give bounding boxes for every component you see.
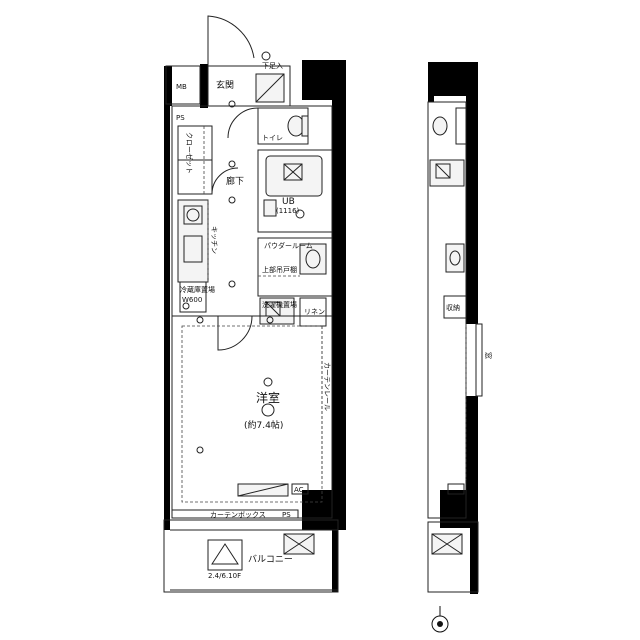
- powder-room-label: パウダールーム: [264, 241, 313, 250]
- adjacent-window-label: 窓: [484, 352, 493, 359]
- corridor-label: 廊下: [226, 175, 244, 187]
- compass-icon: [431, 606, 449, 633]
- main-unit-walls: [164, 60, 346, 592]
- fridge-size-label: W600: [182, 296, 202, 304]
- curtain-box-label: カーテンボックス: [210, 511, 266, 519]
- washer-label: 洗濯機置場: [262, 300, 297, 309]
- curtain-rail-label: カーテンレール: [323, 362, 331, 411]
- mb-label: MB: [176, 83, 187, 91]
- adjacent-storage-label: 収納: [446, 303, 460, 312]
- closet-label: クローゼット: [185, 132, 194, 174]
- western-room-label: 洋室: [256, 390, 280, 405]
- linen-label: リネン: [304, 308, 325, 316]
- ps-bottom-label: PS: [282, 511, 291, 519]
- main-unit-lines: [163, 15, 339, 593]
- shoe-box-label: 下足入: [262, 62, 283, 70]
- ps-top-label: PS: [176, 114, 185, 122]
- ub-label: UB: [282, 197, 295, 207]
- ub-size-label: (1116): [276, 207, 300, 215]
- fridge-label: 冷蔵庫置場: [180, 285, 215, 294]
- toilet-label: トイレ: [262, 134, 283, 142]
- ac-label: AC: [294, 486, 304, 494]
- main-unit-labels: MB 玄関 下足入 PS トイレ クローゼット 廊下 UB (1116) キッチ…: [176, 62, 331, 580]
- entrance-label: 玄関: [216, 79, 234, 91]
- western-room-size: (約7.4帖): [244, 419, 283, 431]
- balcony-label: バルコニー: [248, 554, 293, 565]
- adjacent-unit: 収納 窓: [427, 62, 493, 594]
- balcony-tag: 2.4/6.10F: [208, 572, 241, 580]
- upper-shelf-label: 上部吊戸棚: [262, 265, 297, 274]
- kitchen-label: キッチン: [210, 226, 218, 254]
